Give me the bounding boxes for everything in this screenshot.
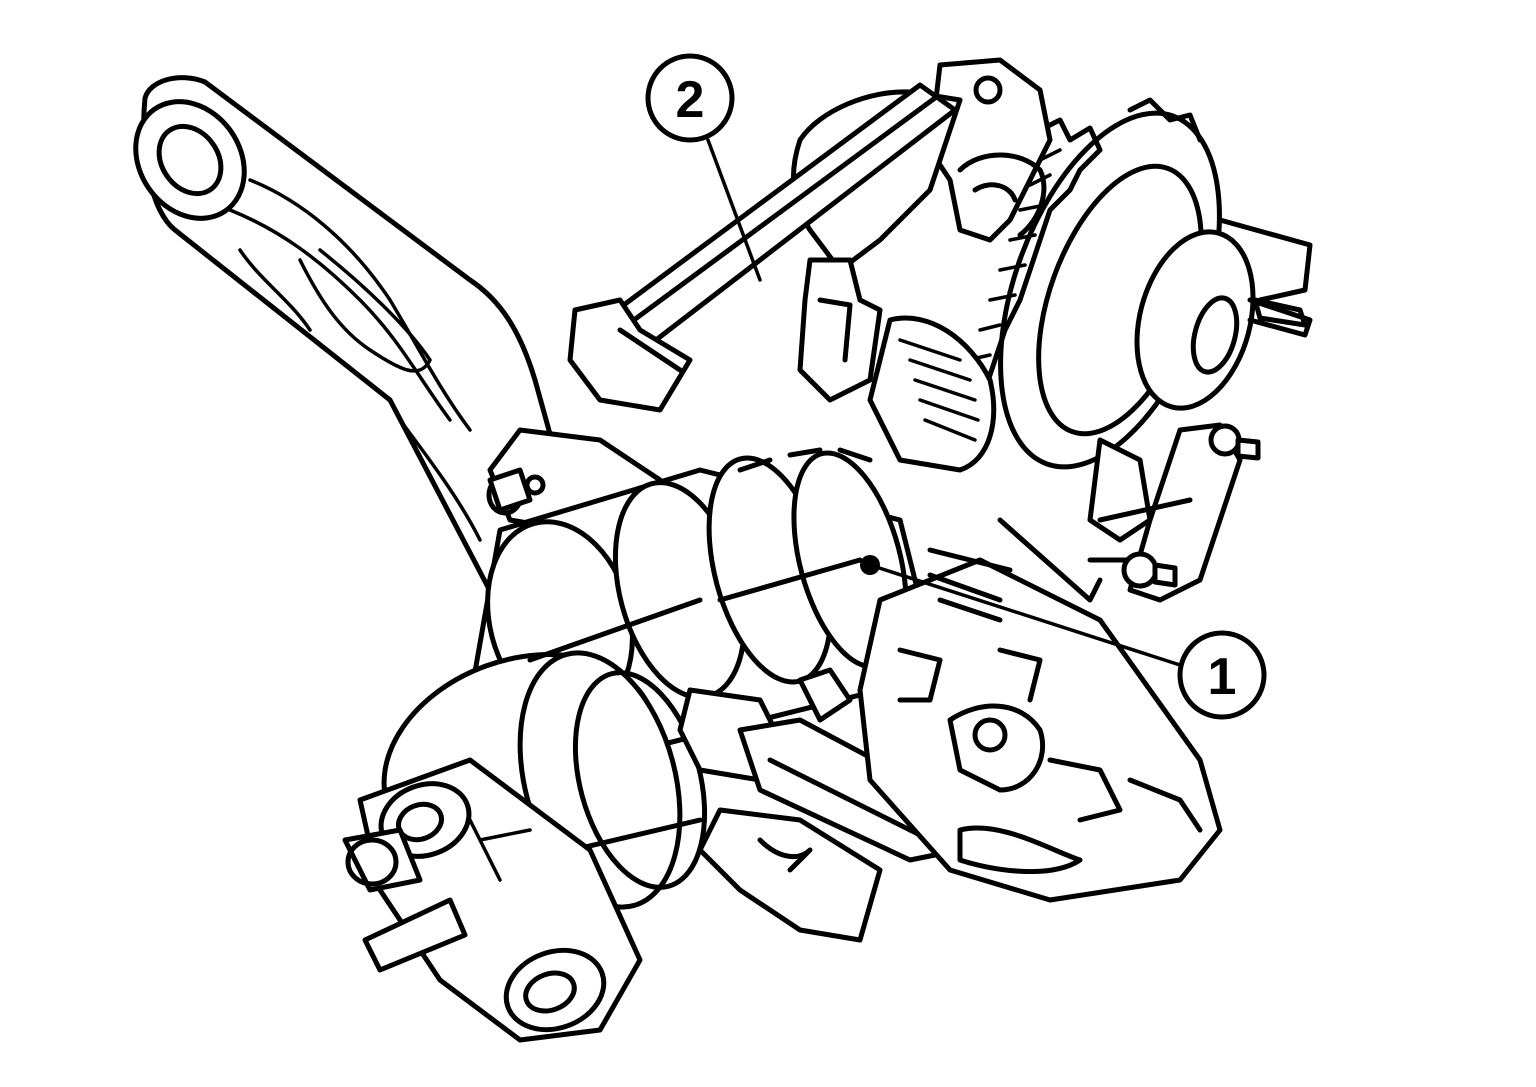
callout-leaders xyxy=(706,138,1182,667)
leader-dot xyxy=(860,555,880,575)
selector-forks xyxy=(487,257,997,533)
lower-bracket xyxy=(342,757,643,1043)
callout-1-label: 1 xyxy=(1208,648,1237,706)
ring-gear xyxy=(966,117,1103,423)
support-arm xyxy=(133,75,563,613)
shaft-bolt xyxy=(486,467,546,516)
callout-1: 1 xyxy=(1177,630,1267,720)
shift-rod xyxy=(567,82,958,413)
shifter-housing xyxy=(677,667,963,943)
callout-2: 2 xyxy=(645,53,735,143)
callout-2-label: 2 xyxy=(676,71,705,129)
right-mount-arm xyxy=(1087,297,1308,603)
right-case xyxy=(857,517,1223,903)
